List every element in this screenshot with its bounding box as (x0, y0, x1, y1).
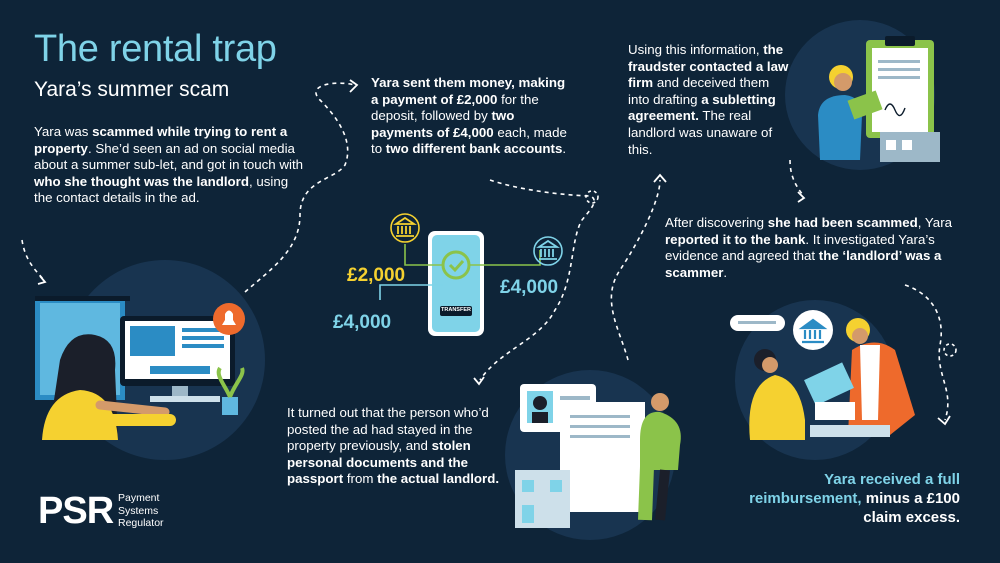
payment-amount-2: £4,000 (500, 277, 559, 298)
step-4-text: It turned out that the person who’d post… (287, 405, 500, 487)
payment-amount-3: £4,000 (333, 312, 392, 333)
final-outcome-text: Yara received a full reimbursement, minu… (749, 471, 960, 526)
bank-icon-yellow (390, 213, 420, 243)
page-title: The rental trap (34, 28, 277, 70)
transfer-button: TRANSFER (441, 307, 471, 313)
scene-stolen-documents (515, 384, 681, 528)
step-1-text: Yara was scammed while trying to rent a … (34, 124, 304, 206)
arrowheads (37, 79, 951, 426)
scene-bank-report (730, 310, 915, 440)
bank-icon-white (793, 310, 833, 350)
dashed-path (21, 82, 949, 421)
step-2-text: Yara sent them money, making a payment o… (371, 75, 567, 157)
step-3-text: Using this information, the fraudster co… (628, 42, 789, 157)
scene-phone-transfer (379, 213, 563, 336)
psr-logo-mark: PSR (38, 490, 114, 532)
payment-amount-1: £2,000 (347, 265, 406, 286)
scene-laptop-woman (35, 296, 245, 440)
scene-law-firm (818, 36, 940, 162)
bank-icon-blue (533, 236, 563, 266)
psr-logo-text: Payment Systems Regulator (118, 492, 164, 530)
step-5-text: After discovering she had been scammed, … (665, 215, 953, 280)
page-subtitle: Yara’s summer scam (34, 78, 230, 101)
